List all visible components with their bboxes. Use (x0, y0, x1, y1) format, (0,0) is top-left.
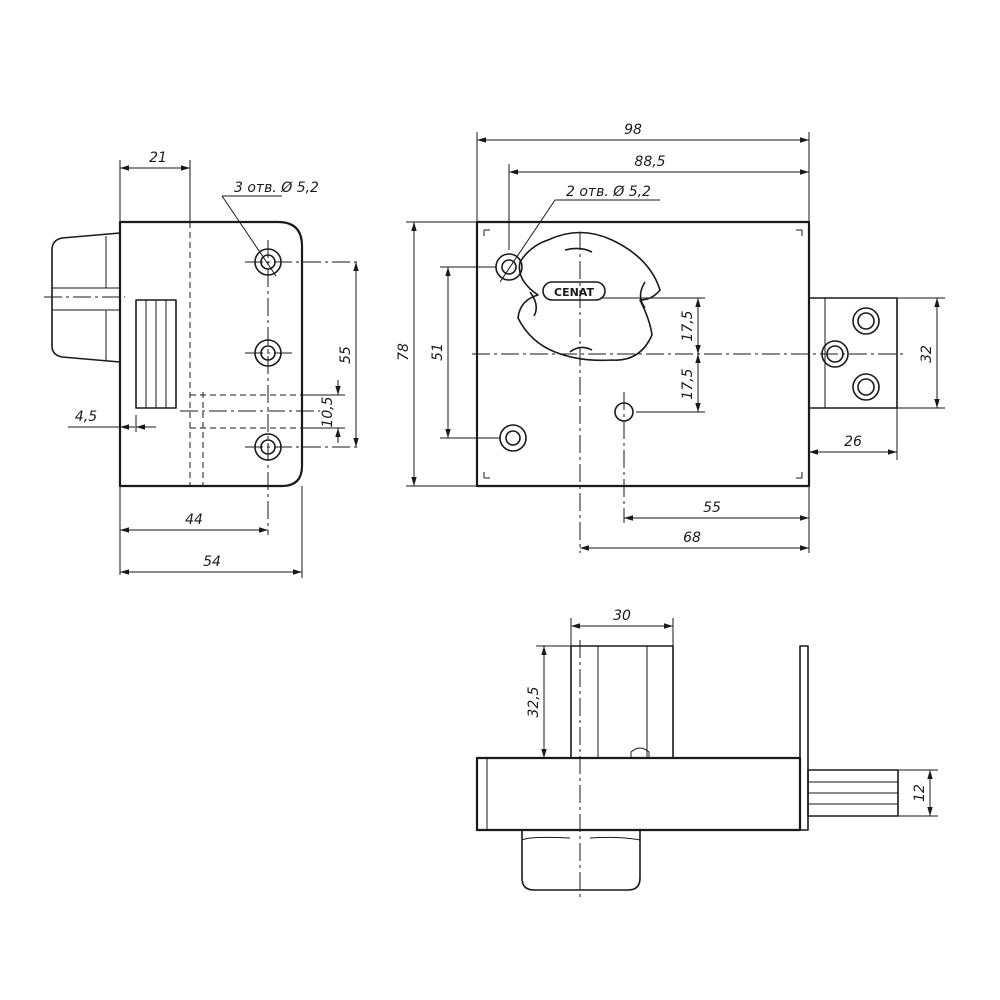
dim-30: 30 (613, 608, 631, 624)
dim-17-5-upper: 17,5 (680, 310, 696, 341)
dim-51: 51 (430, 343, 446, 361)
front-knob (517, 231, 661, 362)
dim-54: 54 (203, 554, 221, 570)
cenat-logo: CENAT (542, 281, 606, 301)
dim-68: 68 (683, 530, 701, 546)
dim-21: 21 (149, 150, 167, 166)
lower-knob (521, 830, 641, 891)
knob-grip-detail (529, 247, 646, 353)
dim-78: 78 (396, 343, 412, 361)
leader (221, 195, 277, 277)
dim-55: 55 (338, 346, 354, 364)
dim-44: 44 (185, 512, 203, 528)
mounting-plate (799, 645, 809, 831)
dim-17-5-lower: 17,5 (680, 368, 696, 399)
dim-55-front: 55 (703, 500, 721, 516)
corner-mark (483, 229, 490, 236)
bolt-hole (852, 307, 880, 335)
dim-10-5: 10,5 (320, 396, 336, 427)
dim-88-5: 88,5 (634, 154, 665, 170)
dim-12: 12 (912, 784, 928, 802)
dim-32: 32 (919, 345, 935, 363)
dim-4-5: 4,5 (75, 409, 97, 425)
knob-notch (630, 747, 650, 758)
bolt-plate (808, 297, 898, 409)
leader (499, 199, 556, 283)
holes-note: 3 отв. Ø 5,2 (234, 180, 319, 196)
bolt-hole (852, 373, 880, 401)
side-view: 21 3 отв. Ø 5,2 55 4,5 10,5 44 54 (44, 150, 360, 578)
logo-text: CENAT (554, 286, 594, 299)
front-view: CENAT 98 88,5 2 отв. Ø 5,2 78 51 (396, 122, 945, 553)
dim-98: 98 (624, 122, 642, 138)
bottom-housing (475, 756, 802, 832)
dim-32-5: 32,5 (526, 686, 542, 717)
knob-top (570, 645, 674, 759)
screw-hole (495, 253, 523, 281)
side-body (118, 220, 304, 488)
holes-note-front: 2 отв. Ø 5,2 (566, 184, 651, 200)
knob-side (51, 232, 121, 363)
bottom-view: 30 32,5 12 (475, 608, 938, 900)
corner-mark (483, 472, 490, 479)
corner-mark (796, 229, 803, 236)
screw-hole (499, 424, 527, 452)
lower-knob-detail (521, 836, 641, 841)
corner-mark (796, 472, 803, 479)
dim-26: 26 (844, 434, 862, 450)
